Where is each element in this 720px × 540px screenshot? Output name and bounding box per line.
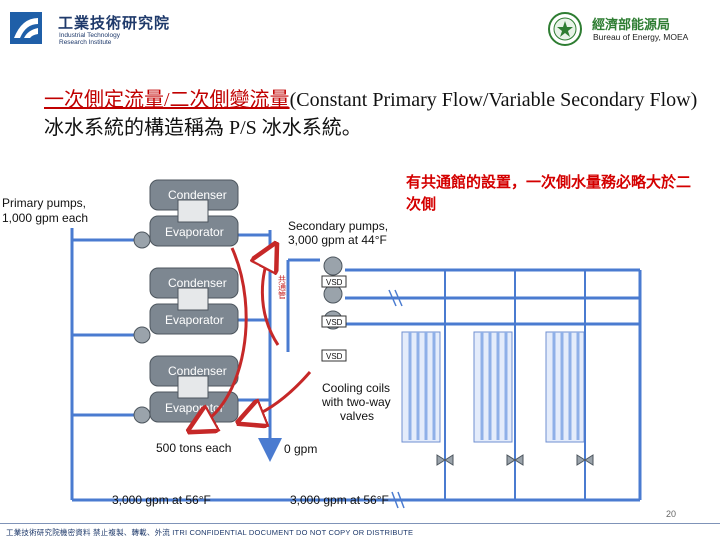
supply-flow-label: 3,000 gpm at 56°F	[112, 493, 211, 507]
footer-divider	[0, 523, 720, 524]
vsd-label-2: VSD	[326, 318, 343, 327]
chiller-1: Condenser Evaporator	[149, 179, 239, 247]
flow-arrows	[200, 248, 312, 425]
system-schematic: Condenser Evaporator Condenser Evaporato…	[2, 179, 642, 509]
chiller-capacity-label: 500 tons each	[156, 441, 231, 455]
ps-chilled-water-diagram: Condenser Evaporator Condenser Evaporato…	[0, 160, 720, 525]
bureau-seal-icon	[548, 12, 582, 46]
callout-note: 有共通館的設置，一次側水量務必略大於二次側	[406, 173, 692, 213]
chiller-3: Condenser Evaporator	[149, 355, 239, 423]
condenser-label-2: Condenser	[168, 276, 227, 290]
slide-title: 一次側定流量/二次側變流量(Constant Primary Flow/Vari…	[44, 86, 704, 142]
two-way-valves	[436, 454, 594, 466]
org-name-en-line1: Industrial Technology	[59, 32, 120, 39]
primary-pump-icons	[133, 231, 151, 424]
page-number: 20	[666, 509, 677, 519]
bypass-flow-label: 0 gpm	[284, 442, 317, 456]
condenser-label-3: Condenser	[168, 364, 227, 378]
condenser-label-1: Condenser	[168, 188, 227, 202]
cooling-coils-label-line2: with two-way	[321, 395, 391, 409]
cooling-coils-label-line1: Cooling coils	[322, 381, 390, 395]
chiller-2: Condenser Evaporator	[149, 267, 239, 335]
bypass-label: 共通管	[278, 275, 287, 300]
vsd-label-1: VSD	[326, 278, 343, 287]
slide-title-rest: (Constant Primary Flow/Variable Secondar…	[44, 89, 698, 139]
evaporator-label-2: Evaporator	[165, 313, 224, 327]
secondary-pumps-label-line2: 3,000 gpm at 44°F	[288, 233, 387, 247]
bureau-name: 經濟部能源局	[592, 18, 671, 33]
evaporator-label-1: Evaporator	[165, 225, 224, 239]
org-name: 工業技術研究院	[58, 14, 171, 32]
org-name-en-line2: Research Institute	[59, 39, 112, 46]
itri-logo-icon	[10, 12, 42, 44]
slide-title-accent: 一次側定流量/二次側變流量	[44, 89, 290, 111]
cooling-coils-label-line3: valves	[340, 409, 374, 423]
vsd-label-3: VSD	[326, 352, 343, 361]
secondary-loop-pipes	[270, 258, 642, 509]
secondary-pumps: VSD VSD VSD	[321, 256, 347, 362]
cooling-coils	[401, 270, 586, 500]
bureau-name-en: Bureau of Energy, MOEA	[593, 32, 689, 42]
confidential-notice: 工業技術研究院機密資料 禁止複製、轉載、外流 ITRI CONFIDENTIAL…	[6, 528, 414, 537]
secondary-pumps-label-line1: Secondary pumps,	[288, 219, 388, 233]
org-name-en: Industrial Technology Research Institute	[59, 32, 149, 46]
primary-pumps-label-line2: 1,000 gpm each	[2, 211, 88, 225]
return-flow-label: 3,000 gpm at 56°F	[290, 493, 389, 507]
slide-footer: 工業技術研究院機密資料 禁止複製、轉載、外流 ITRI CONFIDENTIAL…	[0, 521, 720, 540]
primary-pumps-label-line1: Primary pumps,	[2, 196, 86, 210]
slide-header: 工業技術研究院 Industrial Technology Research I…	[0, 0, 720, 60]
